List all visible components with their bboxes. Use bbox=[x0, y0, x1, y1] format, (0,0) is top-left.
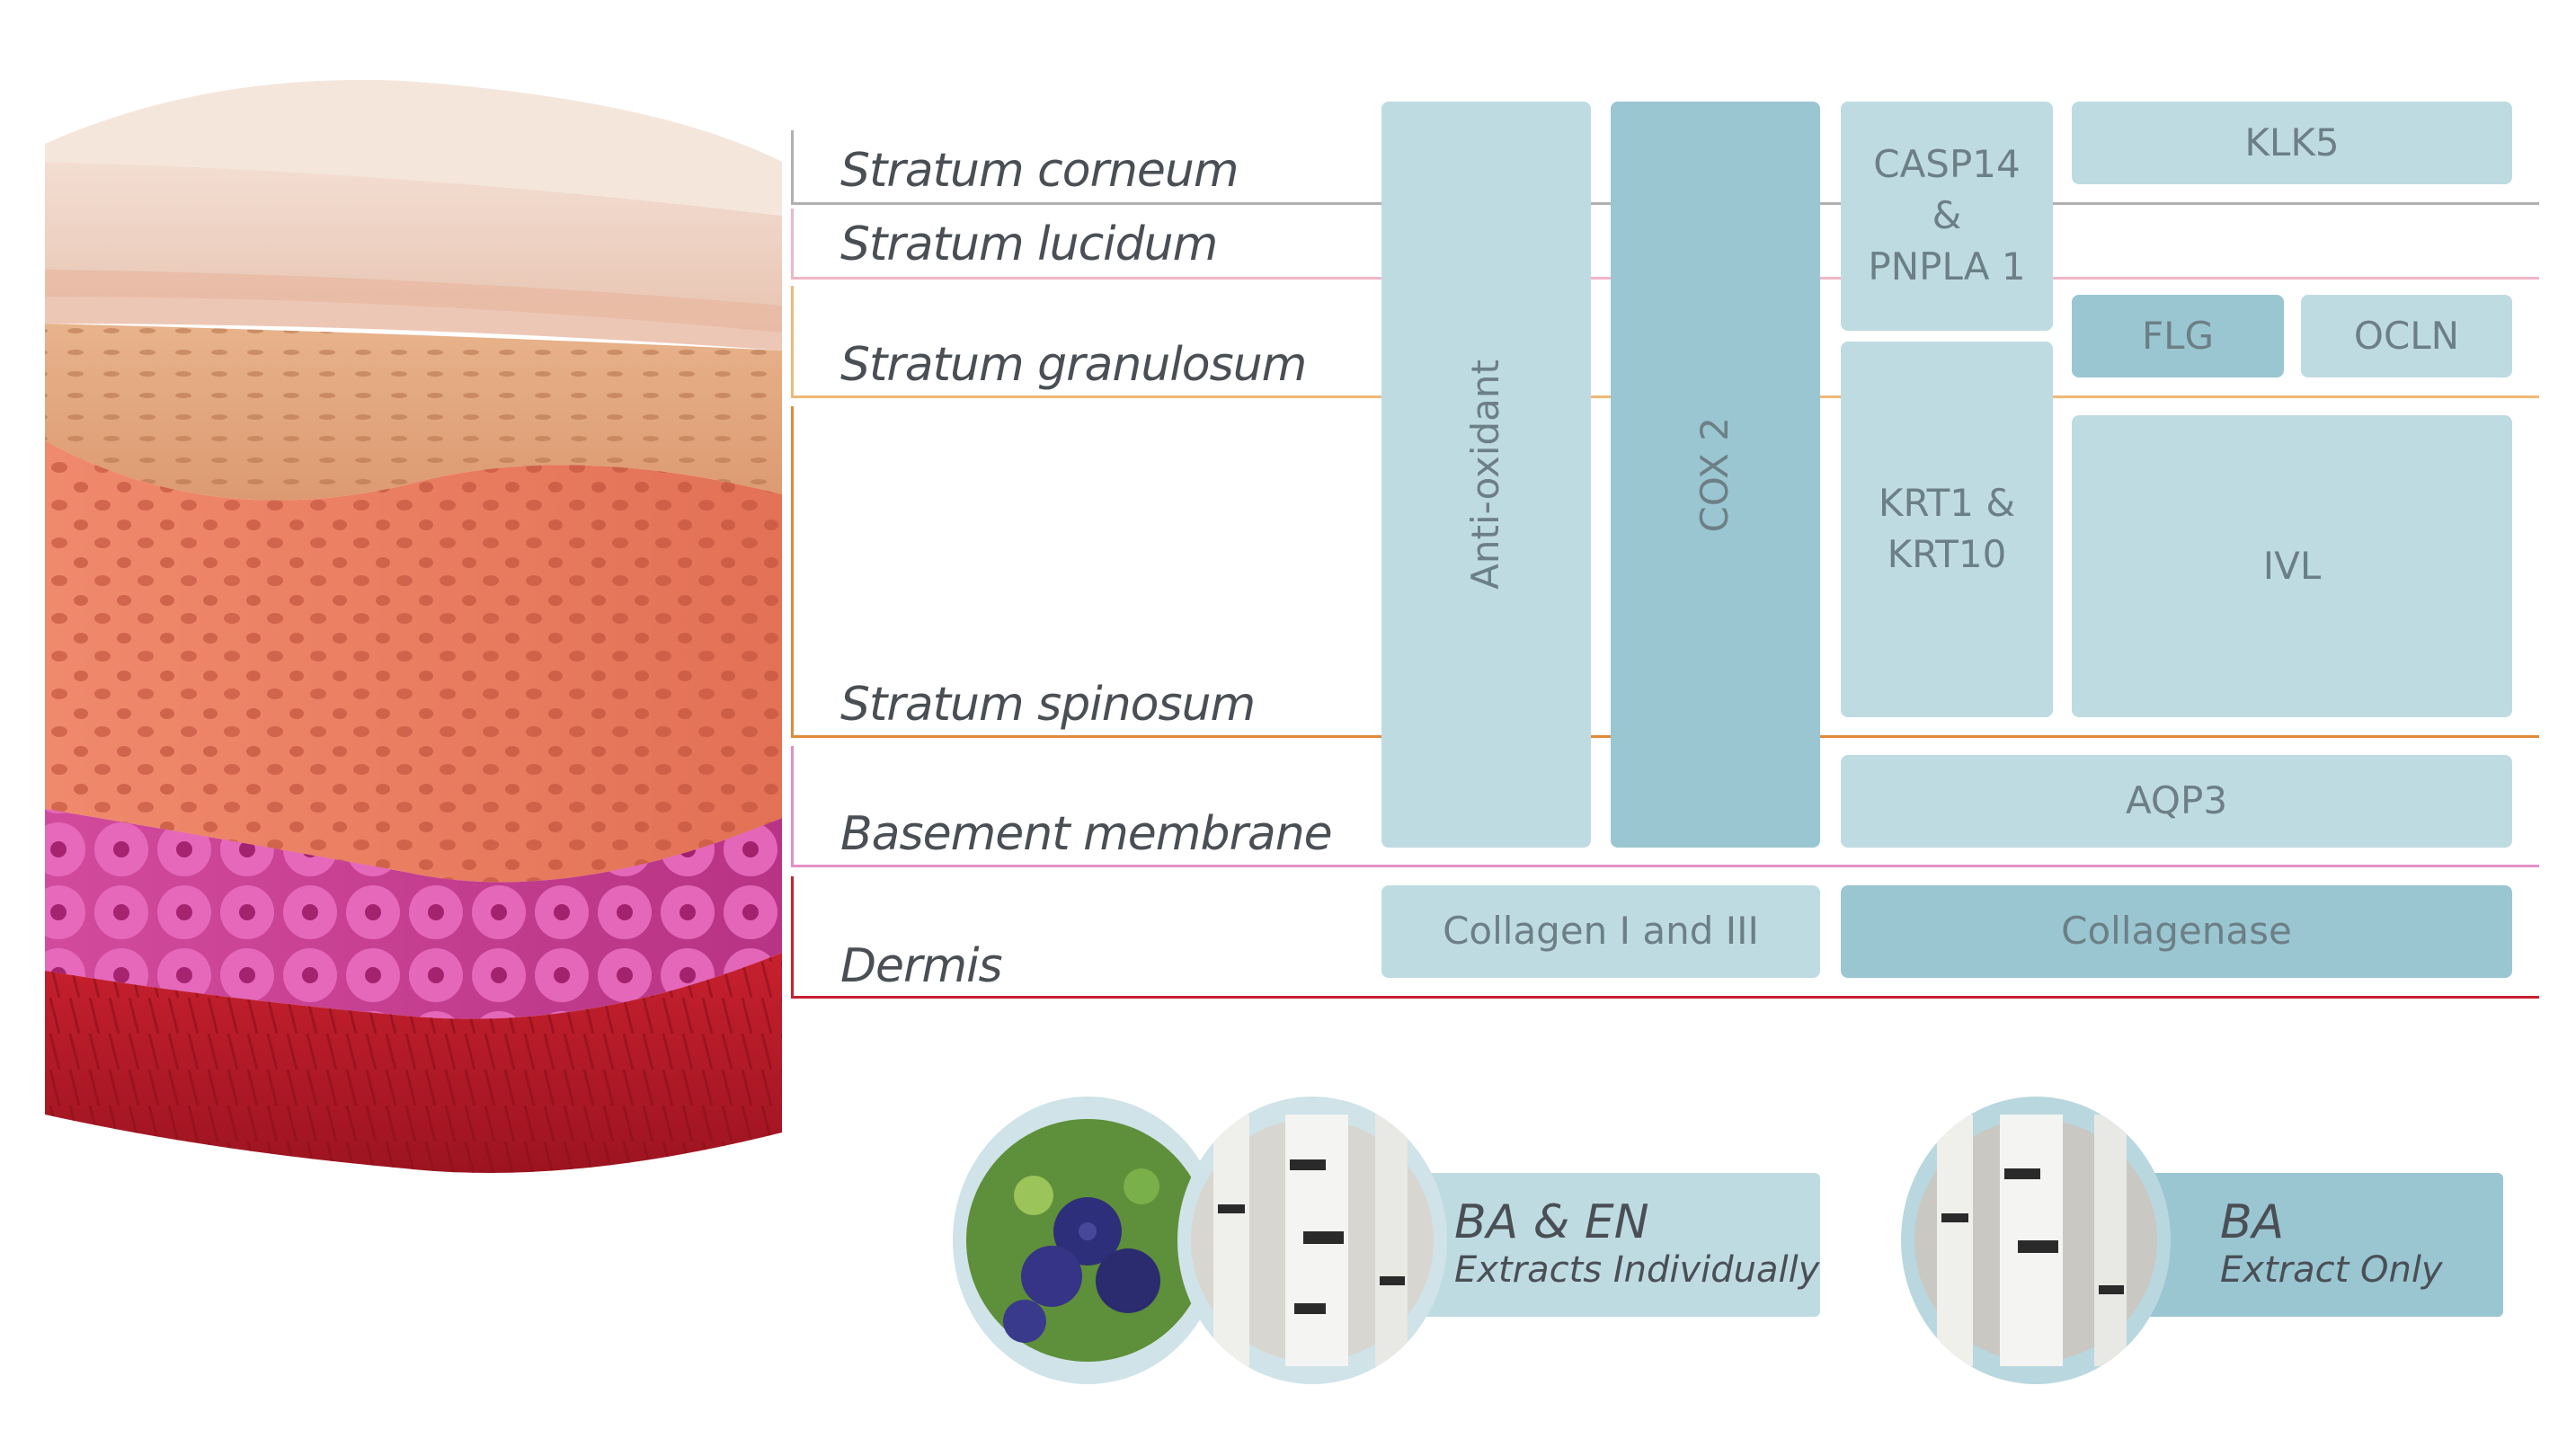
guide-horizontal-basement bbox=[791, 865, 2539, 867]
marker-klk5: KLK5 bbox=[2072, 102, 2512, 184]
layer-label-dermis: Dermis bbox=[840, 939, 1003, 993]
legend-combined-title: BA & EN bbox=[1454, 1195, 1649, 1249]
marker-aqp3-label: AQP3 bbox=[2125, 778, 2228, 823]
marker-anti-oxidant-label: Anti-oxidant bbox=[1463, 360, 1508, 590]
guide-vertical-dermis bbox=[791, 876, 794, 996]
marker-cox2: COX 2 bbox=[1611, 102, 1820, 848]
marker-ocln-label: OCLN bbox=[2353, 313, 2460, 358]
marker-collagen: Collagen I and III bbox=[1381, 885, 1820, 978]
birch-photo-single bbox=[1901, 1097, 2171, 1384]
marker-krt: KRT1 & KRT10 bbox=[1841, 342, 2053, 717]
legend-single-subtitle: Extract Only bbox=[2220, 1249, 2443, 1291]
birch-photo-combined bbox=[1177, 1097, 1447, 1384]
skin-layers-illustration bbox=[45, 79, 782, 1173]
legend-single-card bbox=[2108, 1173, 2503, 1317]
marker-anti-oxidant: Anti-oxidant bbox=[1381, 102, 1591, 848]
layer-label-granulosum: Stratum granulosum bbox=[840, 338, 1307, 392]
layer-label-spinosum: Stratum spinosum bbox=[840, 678, 1256, 732]
marker-collagenase-label: Collagenase bbox=[2061, 909, 2292, 954]
marker-klk5-label: KLK5 bbox=[2244, 120, 2340, 164]
marker-krt-label: KRT1 & KRT10 bbox=[1878, 481, 2016, 576]
layer-label-corneum: Stratum corneum bbox=[840, 144, 1239, 198]
legend-combined-subtitle: Extracts Individually bbox=[1454, 1249, 1820, 1291]
marker-casp14-label: CASP14 & PNPLA 1 bbox=[1868, 142, 2026, 289]
layer-label-lucidum: Stratum lucidum bbox=[840, 218, 1218, 271]
marker-ivl-label: IVL bbox=[2262, 543, 2322, 588]
marker-collagenase: Collagenase bbox=[1841, 885, 2512, 978]
legend-single-title: BA bbox=[2220, 1195, 2285, 1249]
layer-label-basement: Basement membrane bbox=[840, 807, 1333, 861]
marker-ocln: OCLN bbox=[2301, 295, 2512, 377]
guide-vertical-basement bbox=[791, 746, 794, 865]
marker-cox2-label: COX 2 bbox=[1692, 416, 1737, 533]
guide-vertical-lucidum bbox=[791, 209, 794, 277]
marker-casp14: CASP14 & PNPLA 1 bbox=[1841, 102, 2053, 331]
marker-flg-label: FLG bbox=[2141, 313, 2215, 358]
marker-ivl: IVL bbox=[2072, 415, 2512, 717]
guide-vertical-corneum bbox=[791, 130, 794, 202]
guide-vertical-spinosum bbox=[791, 406, 794, 735]
bilberry-photo bbox=[953, 1097, 1222, 1384]
marker-aqp3: AQP3 bbox=[1841, 755, 2512, 848]
marker-flg: FLG bbox=[2072, 295, 2284, 377]
marker-collagen-label: Collagen I and III bbox=[1443, 909, 1759, 954]
guide-horizontal-dermis bbox=[791, 996, 2539, 999]
guide-vertical-granulosum bbox=[791, 286, 794, 395]
